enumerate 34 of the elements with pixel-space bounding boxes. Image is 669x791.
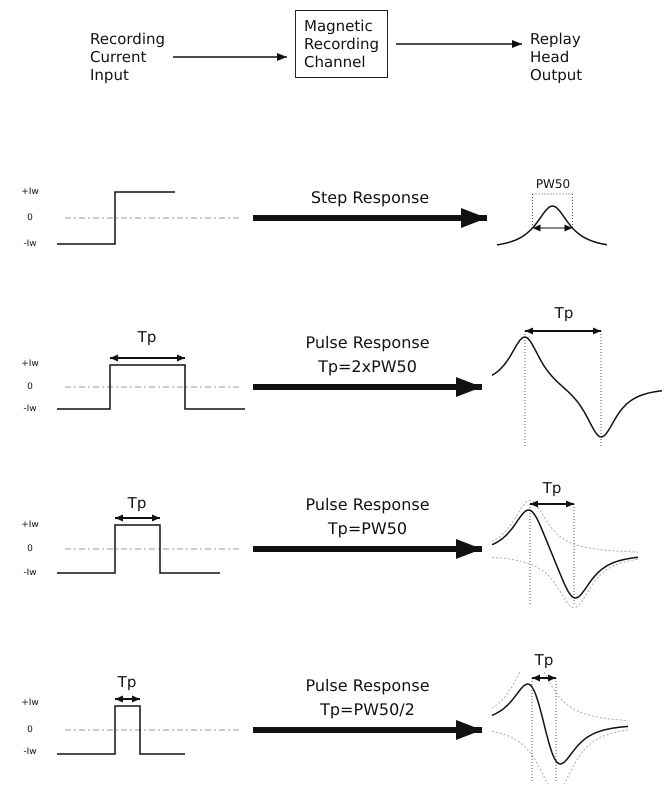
dibit-pulse-drawing	[490, 672, 630, 784]
axis-tick-label: +Iw	[21, 359, 39, 369]
axis-tick-label: -Iw	[23, 747, 37, 757]
axis-tick-label: -Iw	[23, 568, 37, 578]
dimension-label: Tp	[554, 304, 574, 322]
axis-tick-label: -Iw	[23, 239, 37, 249]
axis-tick-label: 0	[27, 725, 33, 735]
dimension-label: Tp	[118, 673, 136, 691]
dimension-label: PW50	[536, 177, 570, 191]
axis-tick-label: 0	[27, 544, 33, 554]
arrow	[173, 53, 287, 61]
dimension-label: Tp	[534, 651, 554, 669]
node-text: Replay Head Output	[530, 30, 582, 84]
edge-label: Pulse Response Tp=2xPW50	[304, 332, 431, 378]
axis-tick-label: +Iw	[21, 520, 39, 530]
edge-label: Pulse Response Tp=PW50/2	[304, 675, 431, 721]
arrow	[396, 40, 522, 48]
arrow	[253, 208, 487, 228]
axis-tick-label: -Iw	[23, 404, 37, 414]
dimension-label: Tp	[138, 328, 156, 346]
edge-label: Pulse Response Tp=PW50	[304, 494, 431, 540]
edge-label: Step Response	[310, 187, 430, 209]
process-box: Magnetic Recording Channel	[295, 10, 388, 78]
axis-tick-label: 0	[27, 213, 33, 223]
node-text: Recording Current Input	[90, 30, 166, 84]
axis-tick-label: 0	[27, 382, 33, 392]
dibit-pulse-drawing	[490, 498, 640, 608]
arrow	[253, 377, 482, 397]
arrow	[253, 539, 482, 559]
axis-tick-label: +Iw	[21, 698, 39, 708]
dimension-label: Tp	[542, 479, 562, 497]
axis-tick-label: +Iw	[21, 187, 39, 197]
arrow	[253, 720, 482, 740]
dimension-label: Tp	[128, 494, 146, 512]
